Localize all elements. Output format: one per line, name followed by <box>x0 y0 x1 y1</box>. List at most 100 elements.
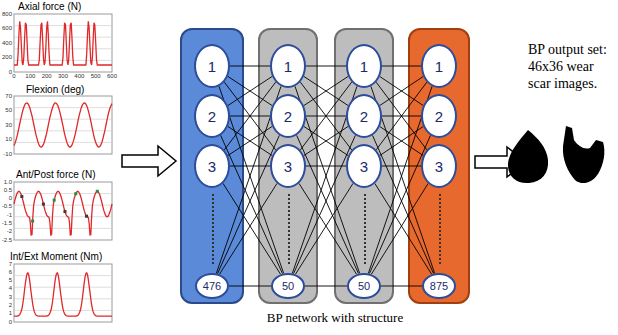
neuron-circle: 1 <box>421 44 457 88</box>
connection-line <box>228 76 272 105</box>
connection-line <box>380 77 423 106</box>
connection-line <box>375 184 432 275</box>
axis-tick: 400 <box>0 40 12 47</box>
neuron-circle: 1 <box>194 44 230 88</box>
axis-tick: 2 <box>0 302 12 309</box>
connection-line <box>306 166 346 167</box>
axis-tick: 0 <box>0 69 12 76</box>
neuron-circle: 2 <box>421 94 457 138</box>
ellipsis-dots <box>212 194 214 264</box>
neuron-circle: 2 <box>194 94 230 138</box>
neuron-number: 476 <box>203 280 221 292</box>
connection-line <box>304 126 348 155</box>
data-curve <box>14 191 112 235</box>
gridline <box>14 287 112 288</box>
neuron-number: 1 <box>360 58 368 75</box>
connection-line <box>230 116 270 117</box>
connection-line <box>230 166 270 167</box>
neuron-circle: 50 <box>271 273 305 299</box>
connection-line <box>299 183 357 274</box>
ellipsis-dots <box>439 194 441 264</box>
ellipsis-dots <box>288 194 290 264</box>
connection-line <box>300 82 351 150</box>
neuron-circle: 3 <box>421 144 457 188</box>
axis-tick: 5 <box>0 277 12 284</box>
neuron-circle: 476 <box>195 273 229 299</box>
connection-line <box>221 135 283 273</box>
neuron-number: 50 <box>358 280 370 292</box>
connection-line <box>376 82 427 150</box>
input-arrow <box>122 146 176 176</box>
axis-tick: 0 <box>0 319 12 326</box>
output-note: BP output set: 46x36 wear scar images. <box>528 42 612 92</box>
connection-line <box>297 135 359 273</box>
neuron-number: 3 <box>284 158 292 175</box>
axis-tick: -1 <box>0 212 12 219</box>
connection-line <box>306 66 346 67</box>
axis-tick: 0 <box>6 73 22 80</box>
connection-line <box>228 126 272 155</box>
connection-line <box>380 77 423 106</box>
chart-title: Int/Ext Moment (Nm) <box>10 251 118 262</box>
neuron-number: 1 <box>284 58 292 75</box>
axis-tick: 1.0 <box>0 179 12 186</box>
connection-line <box>218 135 280 273</box>
connection-line <box>223 183 281 274</box>
neuron-number: 1 <box>435 58 443 75</box>
connection-line <box>304 126 348 155</box>
axis-tick: 600 <box>104 73 120 80</box>
network-caption: BP network with structure <box>245 311 425 325</box>
data-marker <box>63 210 66 213</box>
chart-area <box>14 264 112 322</box>
neuron-circle: 50 <box>347 273 381 299</box>
axis-tick: -10 <box>0 151 12 158</box>
connection-line <box>228 76 272 105</box>
axis-tick: -1.5 <box>0 220 12 227</box>
neuron-number: 3 <box>208 158 216 175</box>
chart-title: Axial force (N) <box>18 1 118 12</box>
axis-tick: 1 <box>0 310 12 317</box>
neuron-number: 2 <box>360 108 368 125</box>
layer-column: 12350 <box>258 28 318 304</box>
connection-line <box>382 66 421 67</box>
layer-column: 123875 <box>408 28 470 304</box>
neuron-circle: 2 <box>346 94 382 138</box>
neuron-circle: 1 <box>346 44 382 88</box>
axis-tick: 0.5 <box>0 187 12 194</box>
layer-column: 1 2 3 50 <box>334 28 394 304</box>
data-marker <box>42 203 45 206</box>
data-marker <box>53 199 56 202</box>
connection-line <box>229 286 271 287</box>
gridline <box>14 193 112 194</box>
connection-line <box>219 86 284 273</box>
axis-tick: 70 <box>0 93 12 100</box>
axis-tick: 400 <box>71 73 87 80</box>
chart-area <box>14 14 112 72</box>
connection-line <box>382 116 421 117</box>
connection-line <box>368 86 432 273</box>
gridline <box>14 142 112 143</box>
connection-line <box>304 76 348 105</box>
axis-tick: -2.5 <box>0 237 12 244</box>
gridline <box>14 298 112 299</box>
gridline <box>14 119 112 120</box>
connection-line <box>224 82 275 150</box>
axis-tick: 10 <box>0 136 12 143</box>
data-marker <box>74 192 77 195</box>
neuron-circle: 3 <box>346 144 382 188</box>
axis-tick: 800 <box>0 11 12 18</box>
connection-line <box>369 135 430 273</box>
connection-line <box>300 82 351 150</box>
data-marker <box>96 190 99 193</box>
data-marker <box>85 215 88 218</box>
connection-line <box>295 183 353 274</box>
connection-line <box>371 86 435 273</box>
connection-line <box>219 183 277 274</box>
neuron-number: 50 <box>282 280 294 292</box>
connection-line <box>228 126 272 155</box>
chart-area <box>14 96 112 154</box>
axis-tick: 600 <box>0 25 12 32</box>
axis-tick: 6 <box>0 269 12 276</box>
data-curve <box>14 21 112 65</box>
axis-tick: -2 <box>0 228 12 235</box>
